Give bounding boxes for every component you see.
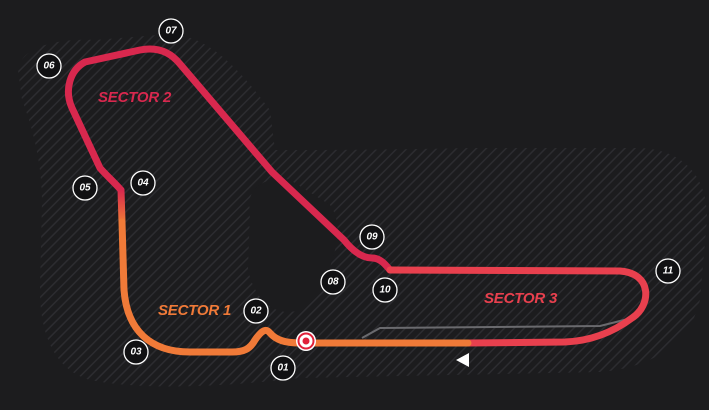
turn-marker-03[interactable]: 03 [123, 339, 149, 365]
svg-text:06: 06 [43, 61, 55, 72]
turn-marker-11[interactable]: 11 [655, 258, 681, 284]
turn-marker-02[interactable]: 02 [243, 298, 269, 324]
track-sector-1-2-transition [117, 186, 126, 226]
turn-marker-01[interactable]: 01 [270, 355, 296, 381]
svg-text:03: 03 [130, 347, 142, 358]
turn-marker-07[interactable]: 07 [158, 18, 184, 44]
race-direction-arrow-icon [456, 353, 469, 367]
svg-text:08: 08 [327, 277, 339, 288]
runoff-area [18, 34, 707, 387]
sector-label-sector-1: SECTOR 1 [158, 302, 231, 319]
track-sector-3 [386, 266, 650, 347]
svg-text:04: 04 [137, 178, 149, 189]
svg-text:02: 02 [250, 306, 262, 317]
pit-lane [361, 317, 633, 339]
turn-marker-06[interactable]: 06 [36, 53, 62, 79]
turn-marker-04[interactable]: 04 [130, 170, 156, 196]
sector-label-sector-3: SECTOR 3 [484, 290, 558, 307]
svg-text:10: 10 [379, 285, 391, 296]
svg-text:05: 05 [79, 183, 91, 194]
track-sector-1 [118, 218, 472, 356]
svg-text:07: 07 [165, 26, 177, 37]
turn-marker-09[interactable]: 09 [359, 224, 385, 250]
svg-text:09: 09 [366, 232, 378, 243]
turn-marker-05[interactable]: 05 [72, 175, 98, 201]
svg-text:11: 11 [663, 266, 674, 277]
sector-label-sector-2: SECTOR 2 [98, 89, 172, 106]
track-sector-2 [65, 45, 394, 274]
svg-text:01: 01 [277, 363, 289, 374]
turn-marker-08[interactable]: 08 [320, 269, 346, 295]
start-finish-target-icon [296, 331, 316, 351]
turn-marker-10[interactable]: 10 [372, 277, 398, 303]
